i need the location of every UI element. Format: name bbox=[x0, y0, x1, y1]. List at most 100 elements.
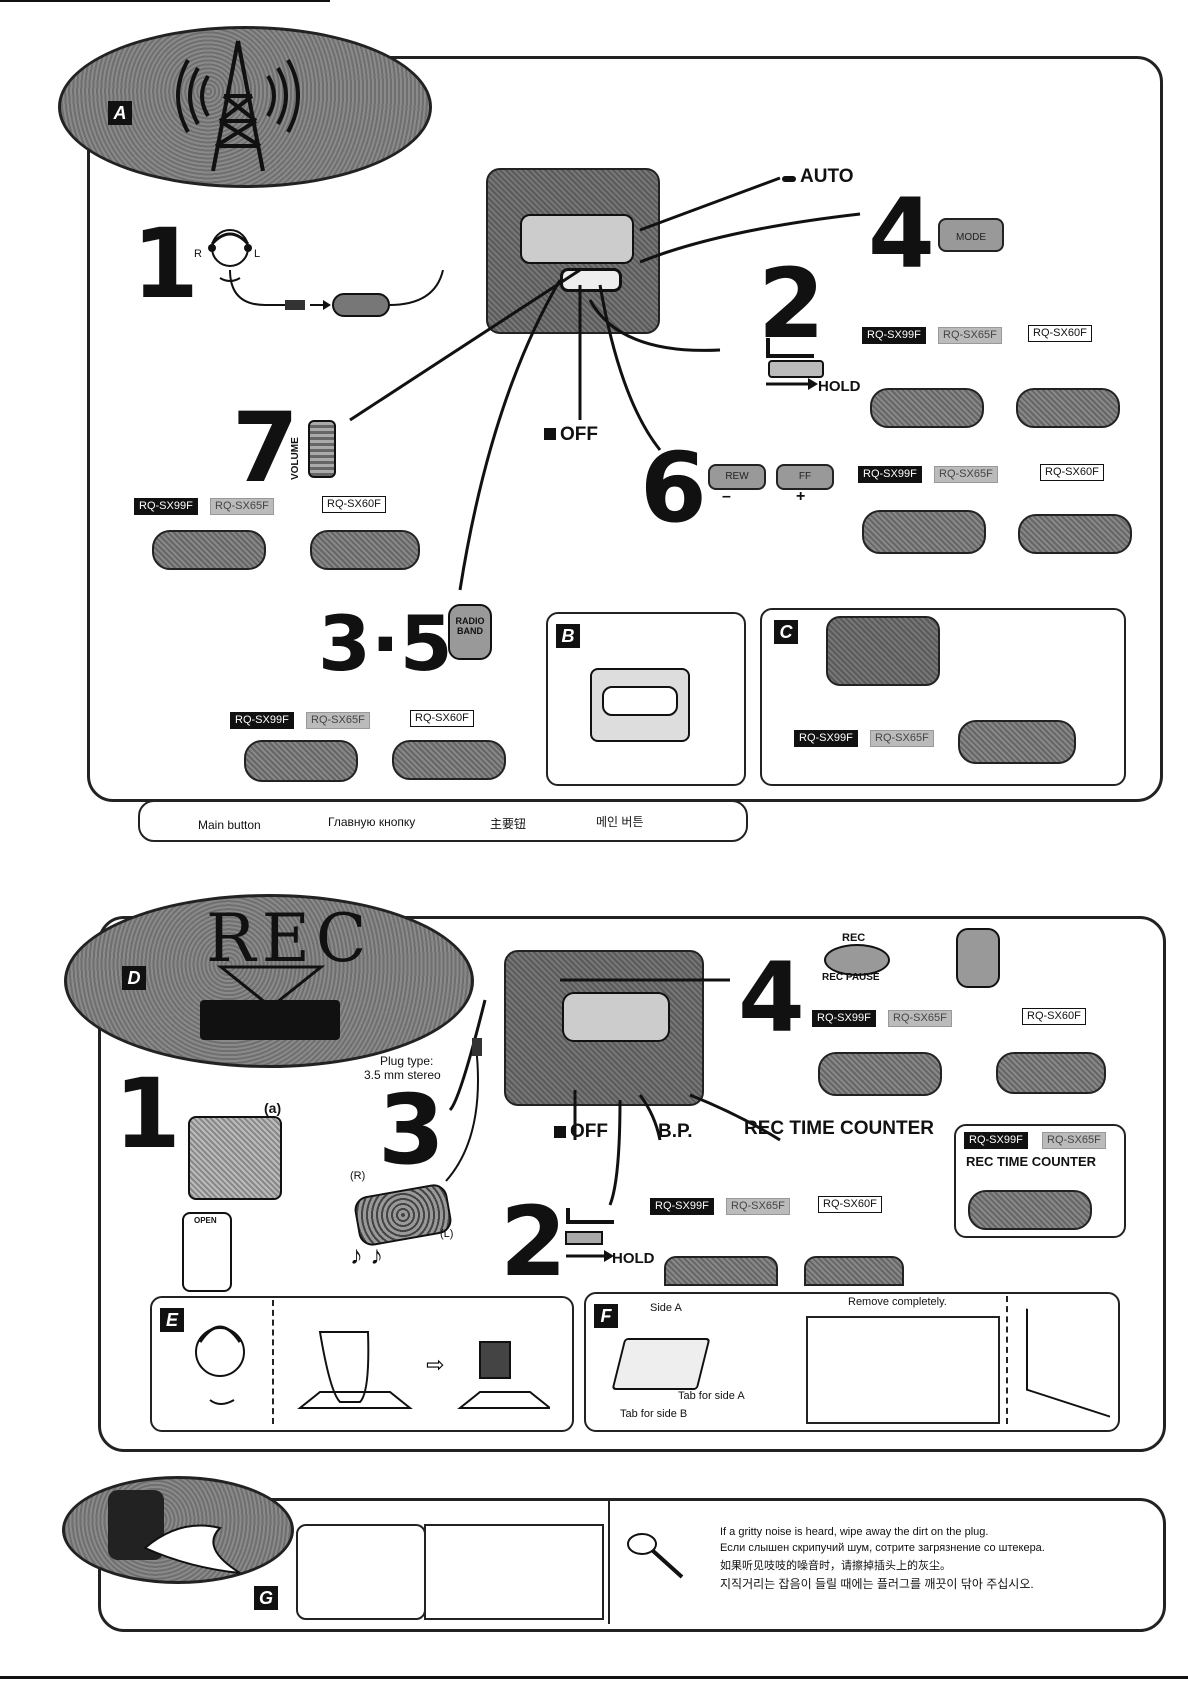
headphone-cable bbox=[229, 270, 444, 317]
rew-button[interactable]: REW bbox=[708, 464, 766, 490]
remote-sx99f-2d bbox=[664, 1256, 778, 1286]
hold-arrows-a bbox=[766, 338, 818, 390]
svg-text:⇨: ⇨ bbox=[426, 1353, 444, 1378]
mode-button[interactable]: MODE bbox=[938, 218, 1004, 252]
rec-button[interactable] bbox=[824, 944, 890, 976]
volume-label-a: VOLUME bbox=[290, 420, 304, 480]
cassette-window-d bbox=[562, 992, 670, 1042]
off-square-d bbox=[554, 1126, 566, 1138]
step-3-5-a: 3·5 bbox=[318, 599, 453, 688]
head-cleaning-panel bbox=[424, 1524, 604, 1620]
hold-slider[interactable] bbox=[768, 360, 824, 378]
box-c bbox=[760, 608, 1126, 786]
listener-head-icon bbox=[208, 229, 252, 282]
model-tag-sx65f-4d: RQ-SX65F bbox=[888, 1010, 952, 1027]
right-ear-label: R bbox=[194, 248, 202, 260]
step-1-d: 1 bbox=[114, 1058, 181, 1170]
rec-logo-text: REC bbox=[206, 900, 373, 977]
model-tag-sx60f-2d: RQ-SX60F bbox=[818, 1196, 882, 1213]
remote-sx60f-7a bbox=[310, 530, 420, 570]
step-3-d: 3 bbox=[378, 1074, 445, 1186]
model-tag-sx65f-c: RQ-SX65F bbox=[870, 730, 934, 747]
remote-sx60f-6a bbox=[1018, 514, 1132, 554]
step-7-a: 7 bbox=[232, 392, 299, 504]
ff-plus: + bbox=[796, 488, 806, 505]
rew-minus: – bbox=[722, 488, 731, 505]
open-label: OPEN bbox=[194, 1216, 217, 1225]
remote-sx60f-4d bbox=[996, 1052, 1106, 1094]
main-button-ko: 메인 버튼 bbox=[596, 815, 644, 829]
model-tag-sx65f-6a: RQ-SX65F bbox=[934, 466, 998, 483]
auto-label: AUTO bbox=[800, 166, 854, 187]
model-tag-sx99f-6a: RQ-SX99F bbox=[858, 466, 922, 483]
marker-a: (a) bbox=[264, 1100, 282, 1116]
box-b-label: B bbox=[556, 624, 580, 648]
step-4-d: 4 bbox=[738, 942, 805, 1054]
plug-stereo-label: 3.5 mm stereo bbox=[364, 1068, 441, 1082]
remove-completely-label: Remove completely. bbox=[848, 1296, 947, 1308]
bp-label: B.P. bbox=[658, 1121, 693, 1142]
section-d-label: D bbox=[122, 966, 146, 990]
volume-text: VOLUME bbox=[290, 437, 301, 480]
model-tag-sx65f-35a: RQ-SX65F bbox=[306, 712, 370, 729]
device-button-row bbox=[560, 268, 622, 292]
rec-pause-label: REC PAUSE bbox=[822, 972, 880, 983]
top-edge-line bbox=[0, 0, 330, 2]
step-2-a: 2 bbox=[758, 248, 825, 360]
volume-wheel[interactable] bbox=[308, 420, 336, 478]
tab-side-a-label: Tab for side A bbox=[678, 1390, 745, 1402]
hold-arrows-d bbox=[565, 1208, 614, 1262]
model-tag-sx99f-rtc: RQ-SX99F bbox=[964, 1132, 1028, 1149]
ff-button-label: FF bbox=[798, 471, 812, 482]
music-notes-icon: ♪ ♪ bbox=[350, 1240, 384, 1270]
radio-band-label: RADIO BAND bbox=[455, 616, 485, 636]
remote-sx60f-2a bbox=[1016, 388, 1120, 428]
section-g-label: G bbox=[254, 1586, 278, 1610]
box-c-device bbox=[826, 616, 940, 686]
cloth-icon bbox=[143, 1524, 241, 1574]
open-cassette-illustration bbox=[188, 1116, 282, 1200]
section-a-label: A bbox=[108, 101, 132, 125]
hold-label-a: HOLD bbox=[818, 378, 861, 395]
remote-box-c bbox=[958, 720, 1076, 764]
model-tag-sx65f-7a: RQ-SX65F bbox=[210, 498, 274, 515]
bottom-edge-line bbox=[0, 1676, 1188, 1679]
speaker-r-label: (R) bbox=[350, 1170, 366, 1182]
off-label-a: OFF bbox=[560, 424, 598, 445]
note-ru: Если слышен скрипучий шум, сотрите загря… bbox=[720, 1542, 1045, 1554]
model-tag-sx65f-2d: RQ-SX65F bbox=[726, 1198, 790, 1215]
box-c-label: C bbox=[774, 620, 798, 644]
main-button-en: Main button bbox=[198, 818, 261, 832]
rec-triangle-icon bbox=[216, 965, 326, 1009]
stereo-cable bbox=[445, 1038, 482, 1182]
left-ear-label: L bbox=[254, 248, 261, 260]
rec-side-button[interactable] bbox=[956, 928, 1000, 988]
remote-sx60f-2d bbox=[804, 1256, 904, 1286]
hold-label-d: HOLD bbox=[612, 1250, 655, 1267]
ff-button[interactable]: FF bbox=[776, 464, 834, 490]
plug-cleaning-icon bbox=[627, 1533, 684, 1579]
remote-sx99f-35a bbox=[244, 740, 358, 782]
model-tag-sx60f-2a: RQ-SX60F bbox=[1028, 325, 1092, 342]
leader-lines-d bbox=[448, 978, 781, 1206]
remote-sx99f-6a bbox=[862, 510, 986, 554]
step-4-a: 4 bbox=[868, 178, 935, 290]
off-square-a bbox=[544, 428, 556, 440]
step-2-d: 2 bbox=[500, 1186, 567, 1298]
model-tag-sx65f-rtc: RQ-SX65F bbox=[1042, 1132, 1106, 1149]
rec-time-counter-box-label: REC TIME COUNTER bbox=[966, 1154, 1096, 1169]
rec-button-label: REC bbox=[842, 932, 866, 944]
antenna-icon bbox=[176, 40, 300, 172]
section-g-divider bbox=[608, 1500, 610, 1624]
speaker-l-label: (L) bbox=[440, 1228, 454, 1240]
model-tag-sx65f-2a: RQ-SX65F bbox=[938, 327, 1002, 344]
main-button-legend bbox=[138, 800, 748, 842]
model-tag-sx99f-35a: RQ-SX99F bbox=[230, 712, 294, 729]
auto-marker bbox=[782, 176, 796, 182]
radio-band-button[interactable]: RADIO BAND bbox=[448, 604, 492, 660]
model-tag-sx99f-c: RQ-SX99F bbox=[794, 730, 858, 747]
model-tag-sx60f-6a: RQ-SX60F bbox=[1040, 464, 1104, 481]
model-tag-sx99f-4d: RQ-SX99F bbox=[812, 1010, 876, 1027]
off-label-d: OFF bbox=[570, 1121, 608, 1142]
remote-sx99f-2a bbox=[870, 388, 984, 428]
